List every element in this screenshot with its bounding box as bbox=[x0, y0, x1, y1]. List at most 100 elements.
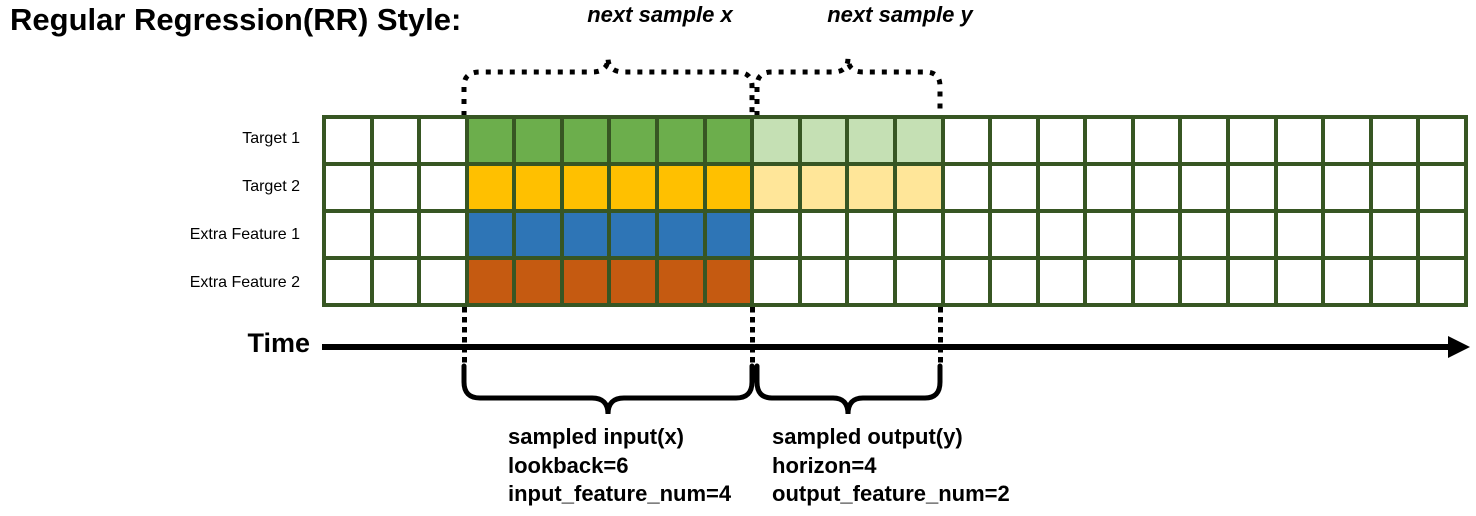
grid-cell bbox=[516, 213, 560, 256]
timeseries-grid bbox=[322, 115, 1468, 307]
grid-cell bbox=[516, 119, 560, 162]
grid-cell bbox=[1039, 260, 1084, 303]
grid-cell bbox=[611, 260, 656, 303]
grid-cell bbox=[1039, 119, 1084, 162]
grid-cell bbox=[992, 166, 1036, 209]
grid-cell bbox=[754, 166, 798, 209]
grid-cell bbox=[1134, 213, 1179, 256]
grid-cell bbox=[1134, 166, 1179, 209]
grid-cell bbox=[944, 260, 989, 303]
sampled-input-annotation: sampled input(x) lookback=6 input_featur… bbox=[508, 423, 731, 509]
grid-cell bbox=[1420, 260, 1464, 303]
grid-cell bbox=[801, 119, 846, 162]
grid-cell bbox=[421, 166, 465, 209]
grid-cell bbox=[468, 166, 513, 209]
grid-cell bbox=[1420, 119, 1464, 162]
grid-cell bbox=[516, 166, 560, 209]
grid-cell bbox=[1372, 260, 1417, 303]
grid-cell bbox=[1087, 119, 1131, 162]
grid-cell bbox=[1325, 213, 1369, 256]
next-sample-x-brace bbox=[461, 57, 755, 116]
sampled-output-line-2: horizon=4 bbox=[772, 452, 877, 478]
grid-cell bbox=[468, 213, 513, 256]
grid-cell bbox=[611, 213, 656, 256]
grid-cell bbox=[1134, 119, 1179, 162]
arrow-right-icon bbox=[1448, 336, 1470, 358]
grid-cell bbox=[1325, 260, 1369, 303]
grid-cell bbox=[944, 213, 989, 256]
grid-cell bbox=[992, 260, 1036, 303]
grid-cell bbox=[944, 166, 989, 209]
grid-cell bbox=[896, 119, 941, 162]
grid-cell bbox=[1325, 119, 1369, 162]
grid-cell bbox=[1039, 166, 1084, 209]
grid-cell bbox=[1325, 166, 1369, 209]
grid-cell bbox=[468, 260, 513, 303]
grid-cell bbox=[1230, 213, 1274, 256]
grid-cell bbox=[896, 213, 941, 256]
grid-cell bbox=[992, 213, 1036, 256]
grid-cell bbox=[1420, 166, 1464, 209]
grid-cell bbox=[849, 213, 893, 256]
sampled-input-line-2: lookback=6 bbox=[508, 452, 629, 478]
next-sample-y-caption: next sample y bbox=[827, 2, 973, 27]
sampled-output-line-3: output_feature_num=2 bbox=[772, 481, 1010, 507]
next-sample-y-brace bbox=[754, 57, 943, 116]
grid-cell bbox=[659, 213, 703, 256]
grid-cell bbox=[563, 260, 608, 303]
grid-cell bbox=[1372, 166, 1417, 209]
grid-cell bbox=[659, 119, 703, 162]
page-title: Regular Regression(RR) Style: bbox=[10, 2, 462, 37]
grid-cell bbox=[611, 119, 656, 162]
grid-cell bbox=[1277, 166, 1322, 209]
guide-line-input-end bbox=[750, 307, 755, 367]
grid-cell bbox=[944, 119, 989, 162]
grid-cell bbox=[373, 260, 418, 303]
grid-cell bbox=[754, 119, 798, 162]
grid-cell bbox=[896, 260, 941, 303]
grid-cell bbox=[326, 119, 370, 162]
sampled-output-annotation: sampled output(y) horizon=4 output_featu… bbox=[772, 423, 1010, 509]
grid-cell bbox=[659, 260, 703, 303]
grid-cell bbox=[611, 166, 656, 209]
grid-cell bbox=[373, 213, 418, 256]
grid-cell bbox=[1372, 119, 1417, 162]
grid-cell bbox=[801, 260, 846, 303]
grid-cell bbox=[326, 213, 370, 256]
row-label-extra-feature-1: Extra Feature 1 bbox=[0, 211, 310, 259]
grid-cell bbox=[421, 260, 465, 303]
row-label-target-2: Target 2 bbox=[0, 163, 310, 211]
grid-cell bbox=[1087, 213, 1131, 256]
grid-cell bbox=[754, 213, 798, 256]
grid-cell bbox=[1277, 260, 1322, 303]
sampled-output-line-1: sampled output(y) bbox=[772, 424, 963, 449]
grid-cell bbox=[1182, 119, 1227, 162]
grid-cell bbox=[801, 213, 846, 256]
row-label-extra-feature-2: Extra Feature 2 bbox=[0, 259, 310, 307]
grid-cell bbox=[1230, 166, 1274, 209]
grid-cell bbox=[373, 166, 418, 209]
row-label-text: Target 1 bbox=[242, 130, 300, 147]
row-label-text: Target 2 bbox=[242, 178, 300, 195]
grid-cell bbox=[992, 119, 1036, 162]
grid-cell bbox=[659, 166, 703, 209]
grid-cell bbox=[849, 166, 893, 209]
row-label-target-1: Target 1 bbox=[0, 115, 310, 163]
grid-cell bbox=[421, 119, 465, 162]
grid-cell bbox=[1230, 260, 1274, 303]
time-axis-line bbox=[322, 344, 1462, 350]
grid-cell bbox=[896, 166, 941, 209]
row-label-text: Extra Feature 2 bbox=[189, 274, 300, 291]
grid-cell bbox=[754, 260, 798, 303]
grid-cell bbox=[1182, 260, 1227, 303]
grid-cell bbox=[1087, 260, 1131, 303]
grid-cell bbox=[1039, 213, 1084, 256]
guide-line-input-start bbox=[462, 307, 467, 367]
grid-cell bbox=[563, 213, 608, 256]
grid-cell bbox=[1420, 213, 1464, 256]
time-axis-label: Time bbox=[247, 328, 310, 358]
grid-cell bbox=[801, 166, 846, 209]
sampled-input-line-3: input_feature_num=4 bbox=[508, 481, 732, 507]
grid-cell bbox=[1277, 213, 1322, 256]
